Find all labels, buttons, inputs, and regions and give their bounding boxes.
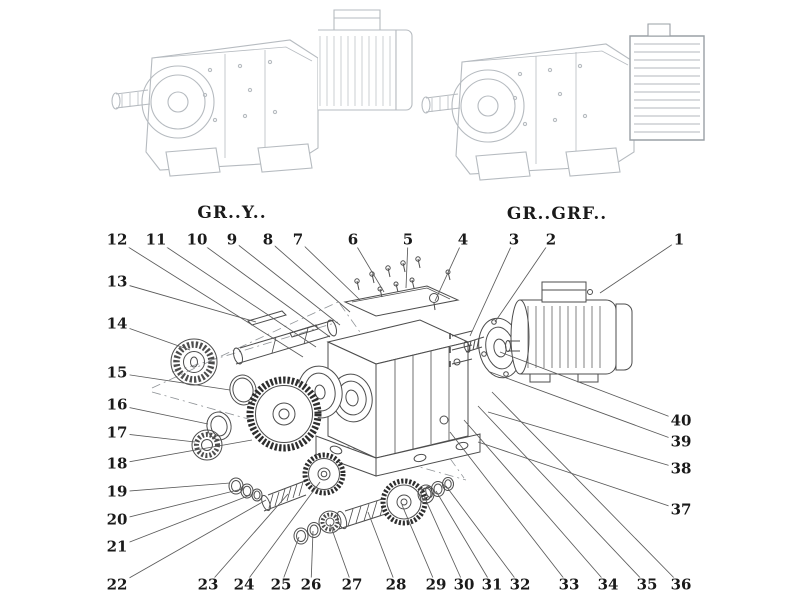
cover-plate — [343, 256, 460, 317]
leader-line-7 — [297, 239, 361, 301]
leader-line-20 — [116, 488, 243, 521]
leader-line-27 — [329, 523, 353, 586]
leader-line-34 — [463, 419, 609, 586]
leader-line-8 — [267, 239, 351, 313]
left-bearing-set — [170, 338, 257, 461]
leader-line-13 — [116, 281, 257, 323]
mounting-studs — [449, 330, 473, 367]
motor-assembly — [449, 281, 633, 383]
leader-line-40 — [499, 351, 682, 422]
leader-line-24 — [243, 481, 321, 586]
assembled-view-gr-y — [111, 9, 413, 177]
leader-line-15 — [116, 372, 231, 391]
leader-line-22 — [116, 499, 267, 586]
leader-line-32 — [445, 485, 521, 586]
leader-line-35 — [477, 405, 648, 586]
intermediate-shaft-upper — [228, 452, 346, 512]
leader-line-4 — [434, 239, 464, 302]
leader-line-26 — [310, 530, 314, 586]
cover-bolts — [354, 256, 451, 298]
leader-line-31 — [435, 490, 493, 586]
leader-line-14 — [116, 323, 191, 351]
leader-line-36 — [491, 391, 682, 586]
leader-line-16 — [116, 404, 209, 425]
leader-line-25 — [280, 536, 300, 586]
leader-line-1 — [599, 239, 680, 294]
leader-line-23 — [207, 493, 289, 586]
gear-housing — [315, 319, 481, 477]
motor-body — [505, 281, 633, 383]
leader-line-18 — [116, 439, 253, 465]
leader-line-12 — [116, 239, 304, 358]
leader-line-30 — [423, 495, 465, 586]
leader-line-11 — [155, 239, 317, 348]
leader-line-9 — [231, 239, 341, 326]
leader-line-37 — [477, 441, 682, 511]
eye-bolt — [429, 293, 439, 311]
leader-lines — [116, 239, 682, 586]
leader-line-6 — [352, 239, 385, 293]
leader-line-17 — [116, 432, 196, 443]
leader-line-33 — [449, 431, 570, 586]
leader-line-3 — [469, 239, 515, 337]
leader-line-39 — [489, 371, 682, 443]
input-pinion — [463, 336, 485, 353]
assembled-view-gr-grf — [421, 23, 705, 181]
leader-line-5 — [405, 239, 409, 289]
leader-line-29 — [401, 504, 437, 586]
leader-line-10 — [196, 239, 331, 338]
leader-line-21 — [116, 493, 254, 548]
exploded-view — [170, 256, 633, 545]
intermediate-shaft-lower — [293, 477, 454, 545]
leader-line-19 — [116, 482, 231, 493]
leader-line-28 — [367, 511, 397, 586]
output-gear-set — [246, 365, 343, 452]
leader-line-38 — [487, 411, 682, 470]
leader-line-2 — [494, 239, 552, 323]
output-shaft — [232, 310, 338, 365]
